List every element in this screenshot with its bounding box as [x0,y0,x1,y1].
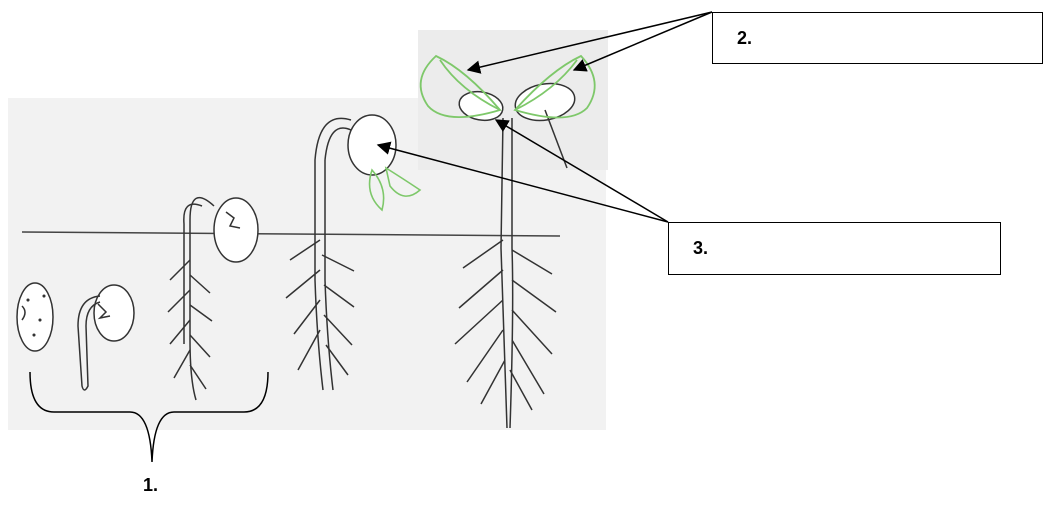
label-1-text: 1. [143,475,158,496]
label-box-3[interactable]: 3. [668,222,1001,275]
label-2-text: 2. [737,28,752,49]
label-3-text: 3. [693,238,708,259]
leaf-background-panel [418,30,608,170]
label-box-2[interactable]: 2. [712,12,1043,64]
stage-seed [17,283,53,351]
